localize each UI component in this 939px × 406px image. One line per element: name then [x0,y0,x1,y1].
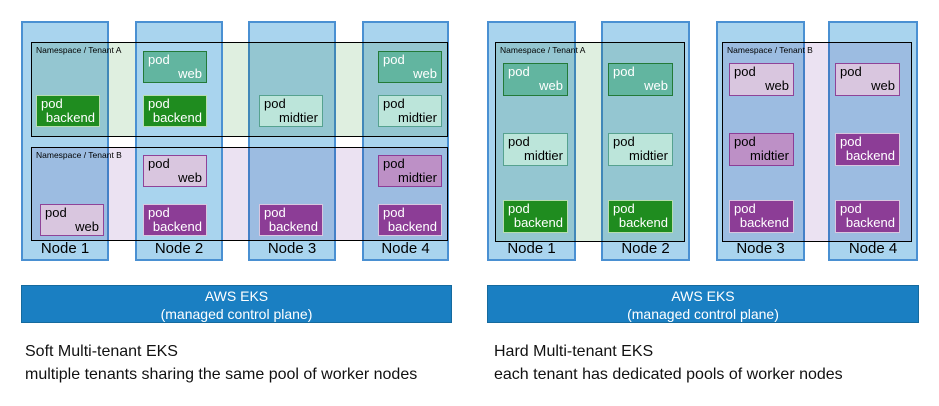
pod-word: pod [508,134,530,149]
caption-hard-multitenant: Hard Multi-tenant EKS each tenant has de… [494,340,843,386]
pod-role: web [765,78,789,93]
pod-role: backend [845,148,895,163]
pod-role: midtier [749,148,789,163]
caption-title: Soft Multi-tenant EKS [25,343,178,360]
eks-bar-subtitle: (managed control plane) [627,306,779,322]
pod-word: pod [508,64,530,79]
node-label: Node 1 [40,240,90,257]
eks-control-plane-bar-soft: AWS EKS (managed control plane) [21,285,452,323]
pod-word: pod [41,96,63,111]
caption-soft-multitenant: Soft Multi-tenant EKS multiple tenants s… [25,340,417,386]
pod-word: pod [148,96,170,111]
pod-role: web [178,66,202,81]
caption-title: Hard Multi-tenant EKS [494,343,654,360]
caption-subtitle: each tenant has dedicated pools of worke… [494,366,843,383]
pod-word: pod [734,134,756,149]
pod-word: pod [840,134,862,149]
pod-word: pod [264,96,286,111]
pod-role: midtier [278,110,318,125]
namespace-label: Namespace / Tenant B [36,150,122,160]
caption-subtitle: multiple tenants sharing the same pool o… [25,366,418,383]
pod-word: pod [383,205,405,220]
node-label: Node 2 [621,240,670,257]
pod-role: backend [513,215,563,230]
pod-role: backend [387,219,437,234]
pod-word: pod [148,156,170,171]
pod-word: pod [264,205,286,220]
eks-control-plane-bar-hard: AWS EKS (managed control plane) [487,285,919,323]
pod-word: pod [734,201,756,216]
pod-word: pod [734,64,756,79]
pod-role: backend [268,219,318,234]
node-label: Node 1 [507,240,556,257]
node-label: Node 3 [736,240,785,257]
eks-bar-title: AWS EKS [204,288,269,304]
pod-word: pod [383,156,405,171]
pod-role: web [75,219,99,234]
pod-role: backend [45,110,95,125]
pod-role: web [413,66,437,81]
pod-word: pod [613,201,635,216]
pod-role: web [871,78,895,93]
pod-word: pod [613,64,635,79]
pod-role: web [178,170,202,185]
pod-word: pod [508,201,530,216]
eks-bar-subtitle: (managed control plane) [160,306,313,322]
eks-bar-title: AWS EKS [671,288,735,304]
pod-word: pod [45,205,67,220]
pod-word: pod [383,96,405,111]
node-label: Node 3 [267,240,317,257]
pod-word: pod [148,52,170,67]
pod-role: midtier [397,110,437,125]
pod-role: backend [152,110,202,125]
pod-role: backend [845,215,895,230]
node-label: Node 4 [381,240,430,257]
pod-role: web [539,78,563,93]
pod-role: midtier [523,148,563,163]
pod-word: pod [383,52,405,67]
pod-word: pod [840,201,862,216]
namespace-label: Namespace / Tenant B [727,45,813,55]
pod-word: pod [148,205,170,220]
pod-role: backend [618,215,668,230]
pod-word: pod [613,134,635,149]
namespace-label: Namespace / Tenant A [36,45,122,55]
pod-role: web [644,78,668,93]
node-label: Node 2 [154,240,204,257]
node-label: Node 4 [848,240,898,257]
pod-role: backend [739,215,789,230]
pod-role: midtier [397,170,437,185]
pod-word: pod [840,64,862,79]
namespace-label: Namespace / Tenant A [500,45,586,55]
pod-role: backend [152,219,202,234]
pod-role: midtier [628,148,668,163]
